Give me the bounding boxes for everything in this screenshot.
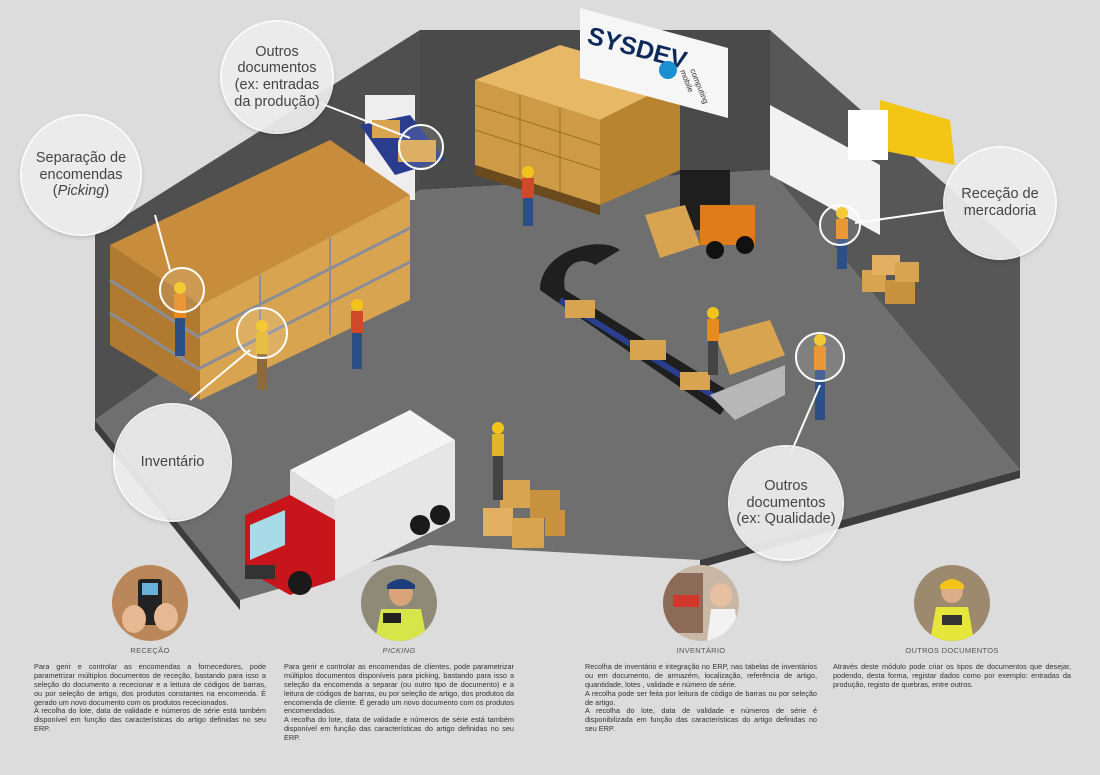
rececao-photo <box>112 565 188 641</box>
sysdev-logo: SYSDEV mobile computing <box>580 8 728 118</box>
pallet-boxes <box>474 45 680 215</box>
info-picking: PICKING Para gerir e controlar as encome… <box>284 565 514 743</box>
right-door <box>770 105 880 235</box>
info-outros: OUTROS DOCUMENTOS Através deste módulo p… <box>833 565 1071 690</box>
outros-title: OUTROS DOCUMENTOS <box>905 646 999 655</box>
picking-title: PICKING <box>382 646 416 655</box>
boxes-front <box>483 480 565 548</box>
info-rececao: RECEÇÃO Para gerir e controlar as encome… <box>34 565 266 734</box>
callout-inventario: Inventário <box>115 405 230 520</box>
main-conveyor <box>540 244 785 420</box>
callout-lines <box>154 99 946 456</box>
outros-text: Através deste módulo pode criar os tipos… <box>833 662 1071 689</box>
boxes-right <box>862 255 919 304</box>
callout-rececao: Receção de mercadoria <box>945 148 1055 258</box>
inventario-text: Recolha de inventário e integração no ER… <box>585 662 817 734</box>
inventario-title: INVENTÁRIO <box>676 646 726 655</box>
rececao-text: Para gerir e controlar as encomendas a f… <box>34 662 266 734</box>
marker-rings <box>159 124 861 382</box>
shelves <box>109 140 411 400</box>
rececao-title: RECEÇÃO <box>130 646 170 655</box>
callout-outros-qualidade: Outros documentos (ex: Qualidade) <box>730 447 842 559</box>
info-inventario: INVENTÁRIO Recolha de inventário e integ… <box>585 565 817 734</box>
picking-text: Para gerir e controlar as encomendas de … <box>284 662 514 743</box>
yellow-truck-cab <box>880 100 955 165</box>
picking-photo <box>361 565 437 641</box>
callout-outros-producao: Outros documentos (ex: entradas da produ… <box>222 22 332 132</box>
forklift <box>645 170 755 259</box>
inventario-photo <box>663 565 739 641</box>
outros-photo <box>914 565 990 641</box>
callout-picking: Separação de encomendas (Picking) <box>22 116 140 234</box>
open-box <box>715 320 785 375</box>
red-truck <box>245 410 455 595</box>
